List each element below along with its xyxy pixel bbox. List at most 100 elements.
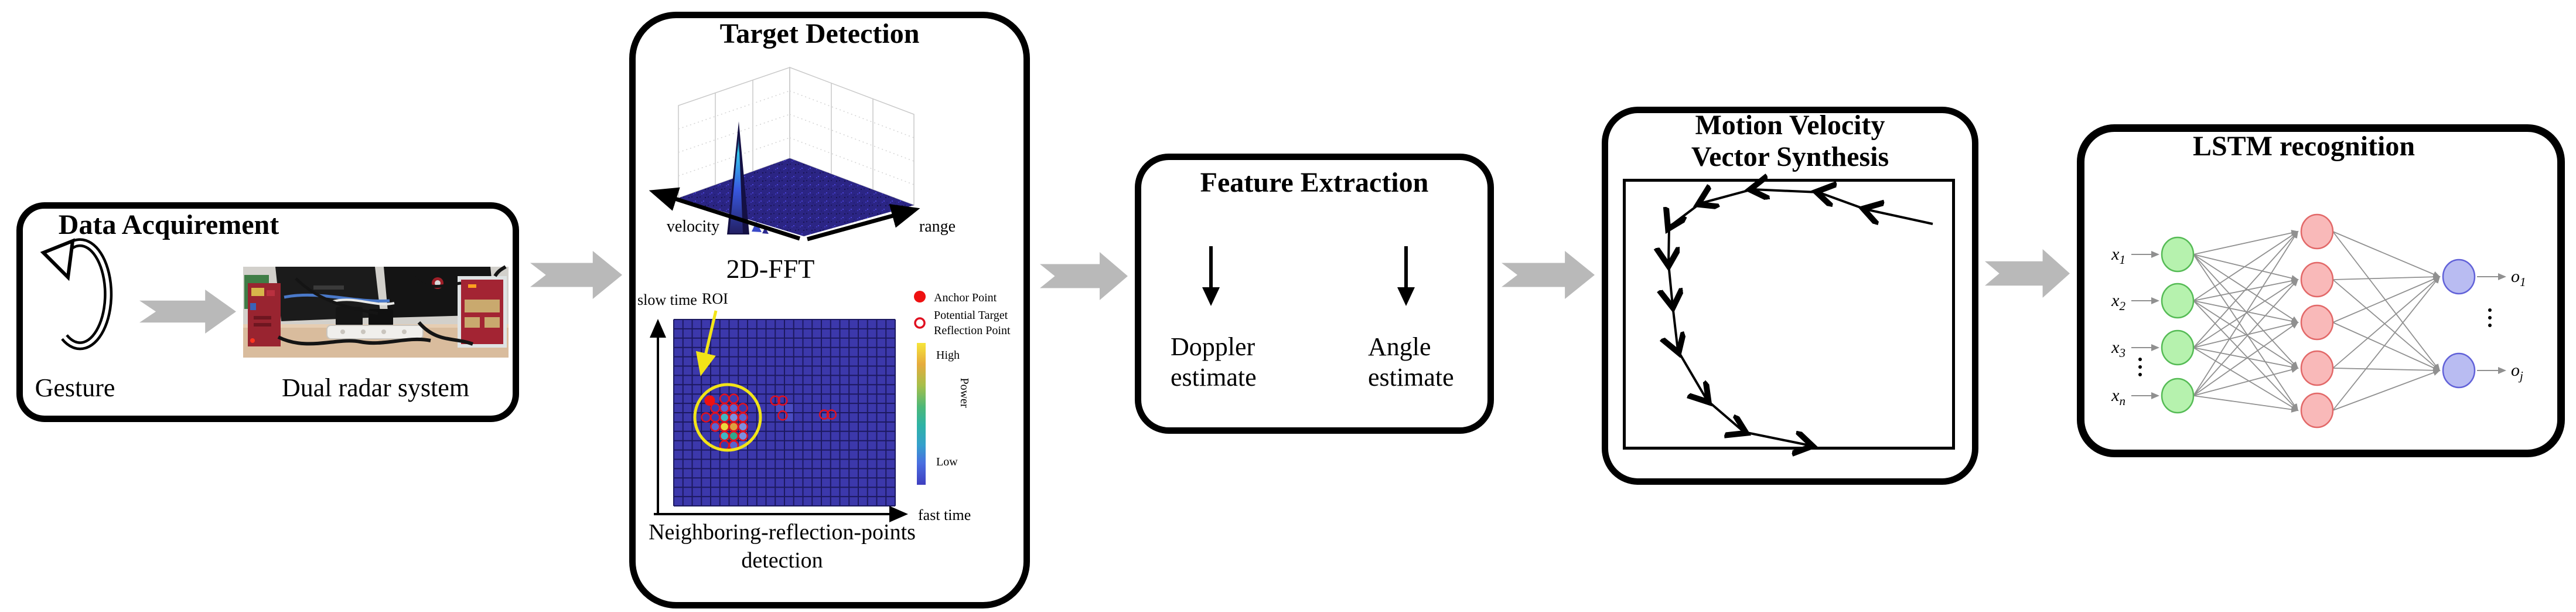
doppler-word: Doppler [1171, 332, 1255, 361]
nn-link [2193, 254, 2299, 323]
range-axis-label: range [919, 217, 956, 236]
nn-link [2193, 321, 2299, 348]
nn-input-node [2161, 329, 2195, 366]
cable-black-2 [295, 277, 378, 315]
cable-black-3 [417, 321, 474, 346]
nn-output-node [2442, 352, 2476, 389]
nn-link [2193, 300, 2299, 325]
nn-links [2193, 230, 2441, 413]
flow-arrow-1 [530, 251, 622, 299]
nn-link [2332, 273, 2441, 280]
box-title-features: Feature Extraction [1200, 167, 1429, 198]
heatmap-hot-cell [729, 440, 739, 450]
gesture-arrow-icon [40, 238, 113, 351]
ellipsis-dot [2488, 308, 2492, 312]
flow-arrow-4 [1985, 249, 2070, 298]
heatmap-grid [673, 319, 896, 506]
nn-output-node [2442, 259, 2476, 295]
motion-trajectory [1669, 189, 1933, 446]
nn-link [2332, 369, 2441, 411]
dual-radar-photo [243, 265, 509, 358]
fast-time-label: fast time [918, 506, 971, 523]
nn-input-label: x3 [2111, 338, 2125, 360]
nn-input-node [2161, 378, 2195, 414]
nn-hidden-node [2300, 392, 2334, 429]
heatmap-hot-cell [719, 413, 729, 422]
nn-link [2332, 276, 2441, 323]
colorbar-power-label: Power [958, 378, 971, 407]
nn-output-label: oj [2511, 361, 2523, 383]
fft-label: 2D-FFT [726, 254, 815, 284]
nn-link [2193, 347, 2299, 411]
detection-caption-line1: Neighboring-reflection-points [649, 520, 916, 545]
angle-word2: estimate [1368, 363, 1454, 392]
flow-arrow-2 [1040, 252, 1128, 300]
heatmap-hot-cell [729, 431, 739, 441]
ellipsis-dot [2138, 373, 2142, 376]
gesture-label: Gesture [35, 373, 115, 402]
feature-down-arrow-angle [1397, 246, 1415, 306]
box-title-lstm: LSTM recognition [2192, 131, 2415, 162]
nn-link [2193, 230, 2298, 396]
nn-input-node [2161, 283, 2195, 319]
reflection-point-circle [738, 431, 748, 441]
roi-circle [693, 383, 762, 452]
slow-time-label: slow time [637, 291, 697, 308]
nn-output-label: o1 [2511, 267, 2526, 289]
reflection-points-plot: slow time fast time ROI Anchor Point Pot… [637, 290, 1011, 523]
doppler-word2: estimate [1171, 363, 1257, 392]
box-title-synthesis-1: Motion Velocity [1695, 110, 1885, 141]
legend-anchor-label: Anchor Point [934, 291, 997, 304]
ellipsis-dot [2138, 365, 2142, 369]
ellipsis-dot [2488, 324, 2492, 327]
roi-label: ROI [702, 290, 728, 307]
velocity-axis-label: velocity [667, 217, 719, 236]
nn-link [2332, 279, 2441, 372]
dual-radar-label: Dual radar system [281, 373, 470, 402]
heatmap-hot-cell [738, 431, 748, 441]
colorbar-high-label: High [936, 349, 960, 362]
heatmap-hot-cell [719, 431, 729, 441]
legend-reflection-circle [914, 317, 926, 329]
nn-link [2332, 322, 2441, 371]
nn-link [2193, 254, 2299, 281]
flow-arrow-5 [139, 290, 236, 334]
nn-link [2332, 231, 2441, 277]
nn-link [2193, 230, 2299, 348]
nn-link [2332, 367, 2441, 374]
nn-input-node [2161, 236, 2195, 273]
heatmap-hot-cell [719, 421, 729, 431]
nn-input-label: xn [2111, 386, 2125, 408]
roi-pointer-arrow [695, 310, 718, 376]
nn-link [2193, 395, 2299, 413]
nn-hidden-node [2300, 350, 2334, 386]
heatmap-hot-cell [738, 421, 748, 431]
nn-hidden-node [2300, 213, 2334, 250]
range-axis-arrow [807, 203, 920, 242]
reflection-point-circle [777, 410, 788, 421]
ellipsis-dot [2138, 358, 2142, 361]
heatmap [673, 319, 896, 506]
nn-link [2332, 276, 2441, 369]
nn-link [2193, 300, 2299, 412]
nn-link [2193, 254, 2299, 412]
legend-potential-line1: Potential Target [934, 309, 1008, 322]
nn-link [2193, 366, 2299, 396]
nn-link [2193, 231, 2299, 301]
power-adapter-1 [336, 307, 363, 327]
angle-word: Angle [1368, 332, 1431, 361]
cable-black-5 [493, 265, 507, 277]
nn-hidden-node [2300, 261, 2334, 298]
heatmap-hot-cell [719, 403, 729, 413]
heatmap-hot-cell [729, 403, 739, 413]
nn-link [2332, 276, 2441, 411]
power-strip [326, 325, 424, 339]
heatmap-hot-cell [738, 413, 748, 422]
reflection-point-circle [777, 395, 788, 406]
nn-input-label: x2 [2111, 291, 2125, 313]
nn-link [2193, 347, 2299, 370]
box-target-detection [629, 12, 1030, 608]
reflection-point-circle [770, 395, 780, 406]
